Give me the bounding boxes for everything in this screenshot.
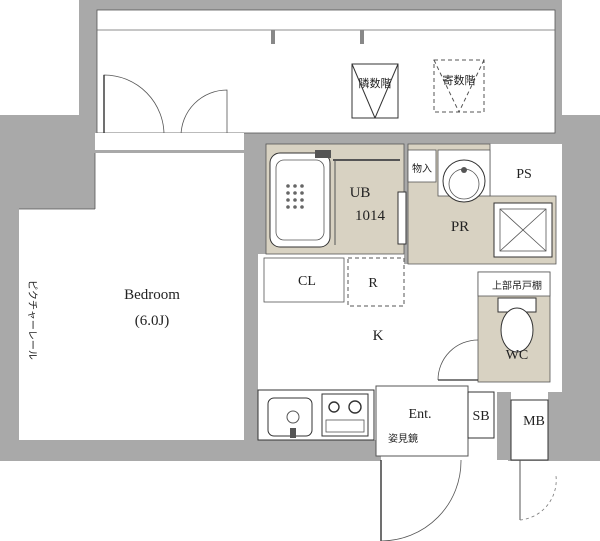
washing-machine-pan <box>493 202 553 258</box>
meter-box-label: MB <box>523 414 545 429</box>
sink-drain <box>286 410 300 424</box>
bedroom-size-label: (6.0J) <box>135 313 170 329</box>
shoe-box-label: SB <box>472 409 489 424</box>
bathtub <box>269 152 331 248</box>
toilet-bowl-icon <box>500 307 534 353</box>
refrigerator-space <box>347 257 405 307</box>
mb-door-swing <box>519 475 557 521</box>
bedroom-beam <box>95 150 244 153</box>
refrigerator-label: R <box>368 276 378 291</box>
mb-left-wall <box>497 392 511 460</box>
mb-right-wall <box>548 392 562 460</box>
balcony-door-swing <box>180 89 228 137</box>
closet-label: CL <box>298 274 316 289</box>
entrance-label: Ent. <box>409 407 432 422</box>
balcony-door-swing <box>103 74 165 137</box>
basin-faucet-icon <box>461 167 467 173</box>
bedroom-label: Bedroom <box>124 287 180 303</box>
entrance-door-swing <box>380 459 462 541</box>
picture-rail-label: ピクチャーレール <box>26 280 38 360</box>
sink-faucet-icon <box>290 428 296 438</box>
hatch-up-label: 寄数階 <box>443 73 476 87</box>
top-main-wall <box>227 133 600 144</box>
drain-fixture <box>271 30 275 44</box>
evacuation-hatch-down: 隣数階 <box>351 63 399 119</box>
bathtub-inner <box>275 159 325 241</box>
toilet-label: WC <box>506 348 529 363</box>
balcony-left-wall <box>79 0 97 136</box>
bath-door <box>397 191 407 245</box>
balcony-area <box>96 9 556 134</box>
top-left-wall <box>0 115 104 133</box>
upper-cabinet-area <box>477 271 551 297</box>
hatch-down-label: 隣数階 <box>359 76 392 90</box>
storage-closet <box>407 149 437 183</box>
unit-bath-code: 1014 <box>355 208 386 224</box>
gas-stove-icon <box>321 393 369 437</box>
evacuation-hatch-up: 寄数階 <box>433 59 485 113</box>
bedroom-partition-wall <box>244 144 258 440</box>
bottom-wall <box>0 440 381 461</box>
upper-cabinet-label: 上部吊戸棚 <box>492 279 542 292</box>
toilet-door-swing <box>437 339 479 381</box>
bedroom-corner-column <box>19 133 95 209</box>
pipe-space-label: PS <box>516 167 532 182</box>
closet-area <box>263 257 345 303</box>
drain-fixture <box>360 30 364 44</box>
entrance-area <box>375 385 469 457</box>
storage-label: 物入 <box>412 162 432 175</box>
balcony-top-rail <box>79 0 559 10</box>
powder-room-label: PR <box>451 219 469 235</box>
shoe-box <box>467 391 495 439</box>
drain-dots <box>286 184 304 209</box>
shower-faucet-icon <box>315 150 331 158</box>
full-mirror-label: 姿見鏡 <box>388 432 418 445</box>
balcony-right-wall <box>555 0 562 136</box>
left-outer-wall <box>0 115 19 461</box>
washbasin-icon <box>442 159 486 203</box>
kitchen-label: K <box>373 328 384 344</box>
right-outer-wall <box>562 115 600 458</box>
meter-box <box>510 399 549 461</box>
bath-left-wall <box>258 144 266 254</box>
unit-bath-label: UB <box>350 185 371 201</box>
